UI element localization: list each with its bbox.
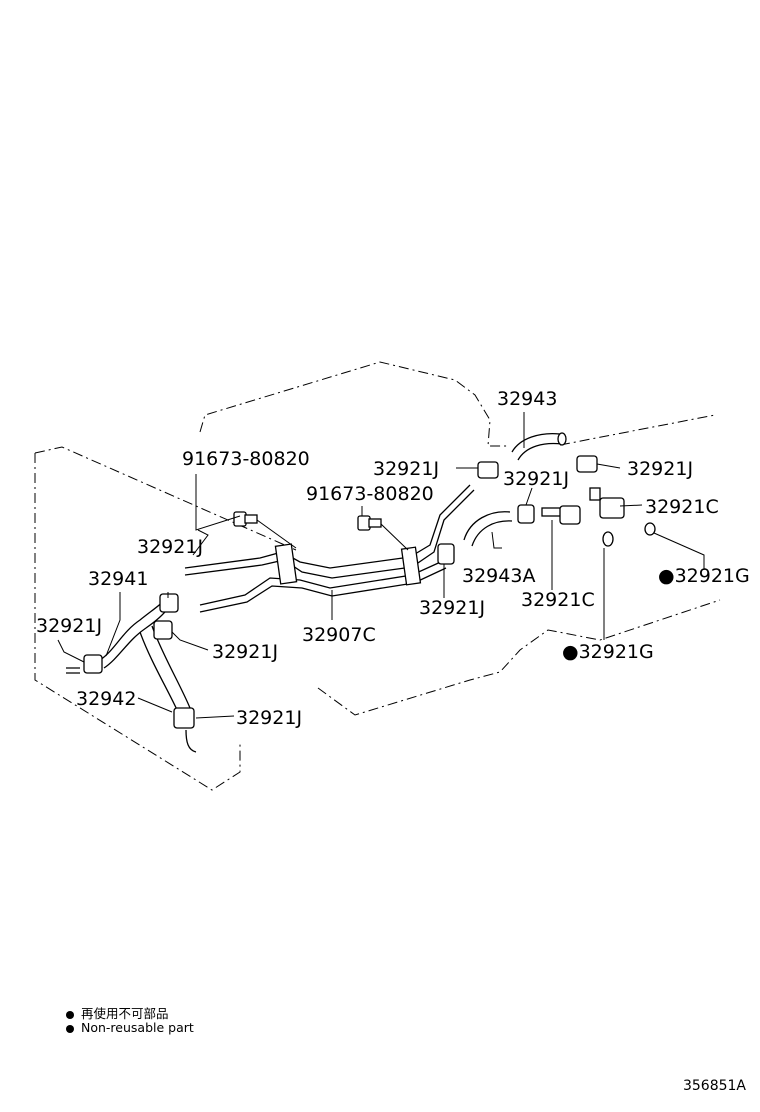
callout-32921J-left: 32921J [36, 615, 102, 637]
callout-32943: 32943 [497, 388, 557, 410]
bolt-center [357, 515, 409, 551]
hose-32943A [463, 511, 513, 547]
callout-32921J-mid: 32921J [503, 468, 569, 490]
callout-32907C: 32907C [302, 624, 376, 646]
callout-32941: 32941 [88, 568, 148, 590]
bullet-icon [66, 1024, 74, 1033]
callout-91673-80820-center: 91673-80820 [306, 483, 434, 505]
body-outline-left [34, 446, 297, 791]
leader-lines [57, 412, 705, 719]
legend-jp-text: 再使用不可部品 [81, 1006, 169, 1021]
pipe-assembly-32907C [184, 484, 475, 613]
bolt-left [233, 511, 297, 549]
hose-32943 [511, 432, 567, 461]
callout-91673-80820-left: 91673-80820 [182, 448, 310, 470]
engine-outline [199, 361, 716, 447]
callout-32943A: 32943A [462, 565, 535, 587]
callout-32921J-lower-left: 32921J [212, 641, 278, 663]
connector-right [589, 487, 625, 519]
callout-32921J-right: 32921J [627, 458, 693, 480]
callout-32921J-top: 32921J [373, 458, 439, 480]
connector-center [541, 505, 581, 525]
hose-32942 [139, 625, 197, 753]
callout-32921C-center: 32921C [521, 589, 595, 611]
callout-32921J-lower-center: 32921J [419, 597, 485, 619]
callout-32921G-right: ●32921G [658, 565, 750, 587]
legend-jp: 再使用不可部品 [66, 1003, 169, 1022]
callout-32942: 32942 [76, 688, 136, 710]
legend-en-text: Non-reusable part [81, 1020, 194, 1035]
o-ring-center [602, 531, 614, 547]
callout-32921C-right: 32921C [645, 496, 719, 518]
illustration-code: 356851A [682, 1078, 746, 1094]
callout-32921J-upper-left: 32921J [137, 536, 203, 558]
clamp-set [66, 455, 598, 729]
callout-32921G-center: ●32921G [562, 641, 654, 663]
bullet-icon [66, 1010, 74, 1019]
legend-en: Non-reusable part [66, 1020, 194, 1035]
o-ring-right [644, 522, 656, 536]
engine-outline-lower [317, 599, 721, 716]
callout-32921J-bottom: 32921J [236, 707, 302, 729]
